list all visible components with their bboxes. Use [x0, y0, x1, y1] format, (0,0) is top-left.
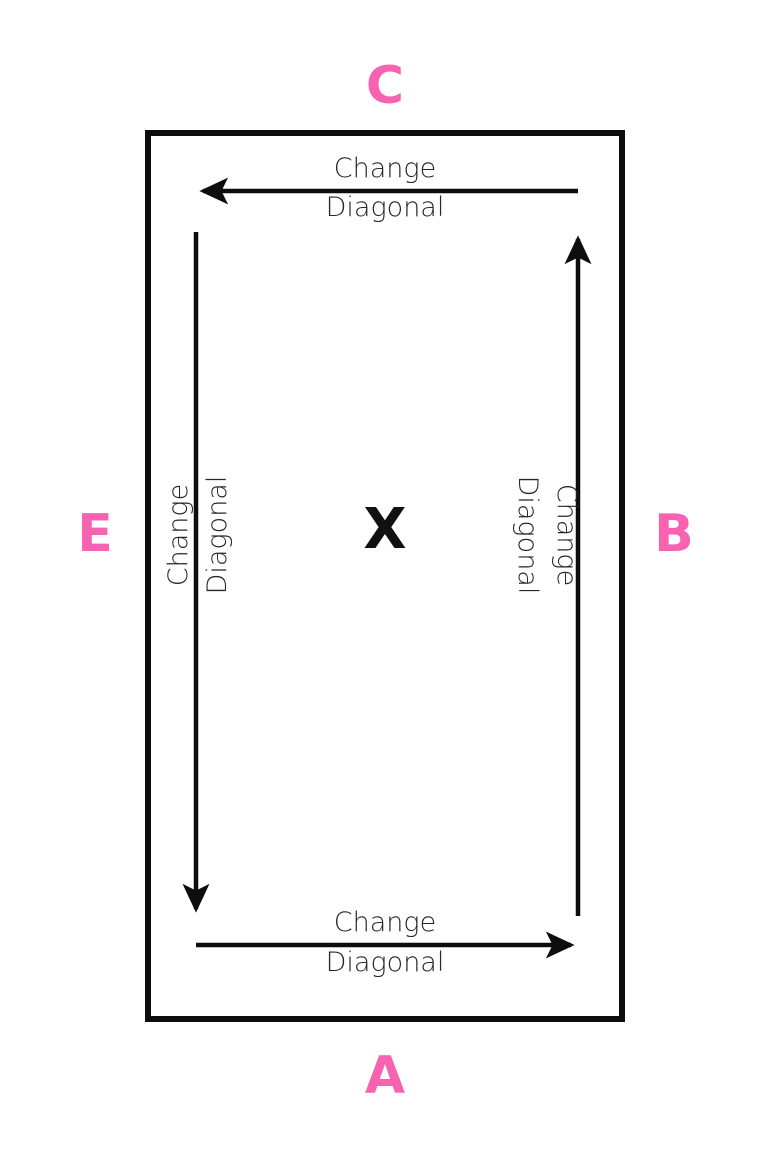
arrow-right-caption-change: Change — [551, 483, 582, 587]
corner-label-c: C — [365, 56, 405, 116]
arrow-top-caption-diagonal: Diagonal — [325, 192, 445, 223]
arrow-bottom-caption-diagonal: Diagonal — [325, 947, 445, 978]
arrow-top-caption-change: Change — [333, 153, 437, 184]
room-boundary-rectangle — [145, 130, 625, 1022]
arrow-left-caption-change: Change — [163, 483, 194, 587]
corner-label-b: B — [654, 504, 694, 564]
corner-label-a: A — [364, 1046, 406, 1106]
corner-label-e: E — [77, 504, 113, 564]
arrow-right-caption-diagonal: Diagonal — [512, 475, 543, 595]
arrow-left-caption-diagonal: Diagonal — [202, 475, 233, 595]
arrow-bottom-caption-change: Change — [333, 907, 437, 938]
center-x-marker: X — [363, 497, 407, 562]
